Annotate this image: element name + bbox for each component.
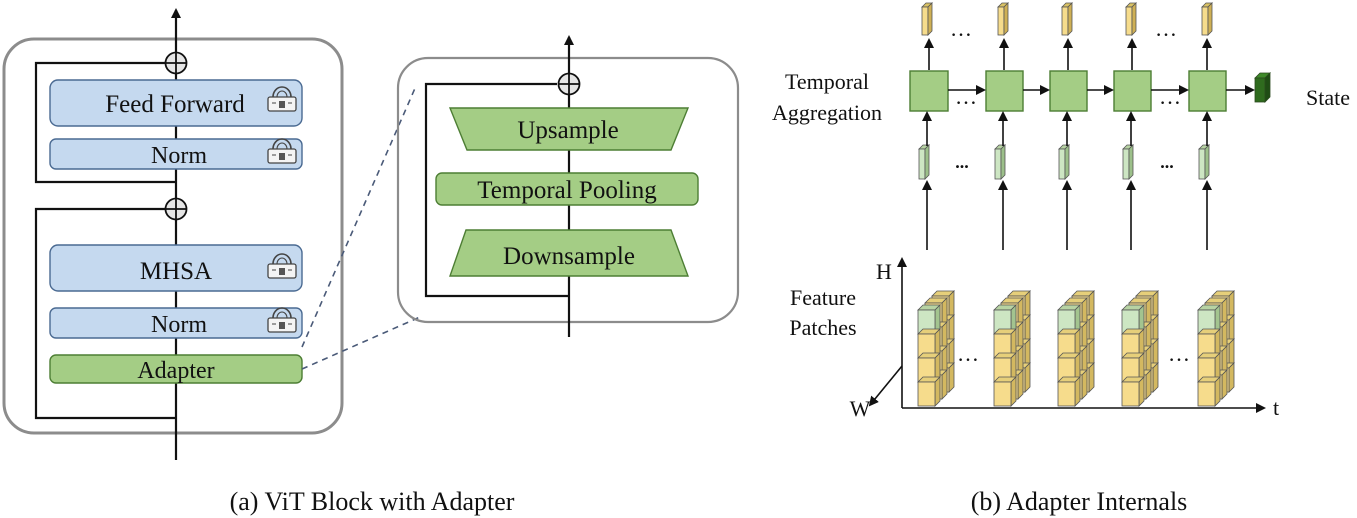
ellipsis: … (957, 341, 979, 366)
adapter-add-icon (557, 72, 581, 96)
pooled-tokens: ... ... (918, 111, 1212, 250)
aggregation-label: Aggregation (772, 100, 882, 125)
axis-t-label: t (1273, 395, 1279, 420)
norm-bottom-block: Norm (49, 307, 303, 339)
ellipsis: … (1159, 84, 1181, 109)
zoom-line-top (301, 85, 417, 348)
aggregation-cell (1049, 70, 1088, 112)
adapter-skip-connection (424, 82, 569, 298)
ellipsis: … (955, 84, 977, 109)
ellipsis: … (1168, 341, 1190, 366)
feature-axes: H W t Feature Patches (789, 257, 1279, 421)
adapter-block: Adapter (49, 354, 303, 384)
adapter-internals-panel: … … … … State Temporal Aggregation (772, 2, 1350, 516)
downsample-label: Downsample (503, 243, 635, 270)
state-label: State (1306, 85, 1350, 110)
feature-patches: … … (918, 291, 1234, 406)
downsample-block: Downsample (449, 229, 690, 277)
caption-a: (a) ViT Block with Adapter (230, 487, 515, 516)
ellipsis: … (1155, 16, 1177, 41)
skip-connection-top (34, 61, 176, 184)
axis-h-label: H (876, 259, 892, 284)
temporal-pooling-block: Temporal Pooling (435, 172, 699, 206)
pooled-token (1122, 144, 1134, 180)
upsample-block: Upsample (448, 107, 690, 151)
adapter-label: Adapter (137, 358, 214, 384)
caption-b: (b) Adapter Internals (971, 487, 1188, 516)
patches-label: Patches (789, 315, 856, 340)
temporal-aggregation-row: … … State Temporal Aggregation (772, 69, 1350, 125)
skip-connection-bottom (34, 207, 176, 420)
temporal-label: Temporal (785, 69, 869, 94)
mhsa-label: MHSA (140, 258, 212, 285)
patch-stack (1122, 291, 1158, 406)
norm-bottom-label: Norm (151, 312, 207, 338)
pooled-token (1198, 144, 1210, 180)
output-token (921, 2, 933, 36)
adapter-detail-panel: Upsample Temporal Pooling Downsample (396, 35, 740, 337)
pooled-token (994, 144, 1006, 180)
output-tokens: … … (921, 2, 1213, 70)
upsample-label: Upsample (517, 117, 618, 144)
feed-forward-label: Feed Forward (105, 91, 245, 118)
mhsa-block: MHSA (49, 244, 303, 292)
pooled-token (1058, 144, 1070, 180)
patch-stack (994, 291, 1030, 406)
ellipsis: … (950, 16, 972, 41)
ellipsis-dots: ... (1160, 152, 1174, 172)
feed-forward-block: Feed Forward (49, 79, 303, 127)
aggregation-cell (985, 70, 1024, 112)
state-cube (1254, 72, 1271, 103)
vit-block-panel: Feed Forward Norm MHSA Norm Adapter (a) … (2, 8, 515, 516)
temporal-pooling-label: Temporal Pooling (477, 177, 657, 204)
aggregation-cell (909, 70, 949, 112)
zoom-line-bottom (301, 316, 421, 370)
patch-stack (1058, 291, 1094, 406)
residual-add-bottom-icon (164, 197, 188, 221)
ellipsis-dots: ... (955, 152, 969, 172)
aggregation-cell (1113, 70, 1152, 112)
output-token (1201, 2, 1213, 36)
norm-top-label: Norm (151, 143, 207, 169)
patch-stack (918, 291, 954, 406)
axis-w-label: W (850, 396, 871, 421)
residual-add-top-icon (164, 51, 188, 75)
w-axis (868, 365, 903, 407)
norm-top-block: Norm (49, 138, 303, 170)
feature-label: Feature (790, 285, 856, 310)
aggregation-cell (1188, 70, 1227, 112)
output-token (1125, 2, 1137, 36)
vit-block-frame (2, 37, 344, 435)
output-token (997, 2, 1009, 36)
pooled-token (918, 144, 930, 180)
output-token (1061, 2, 1073, 36)
patch-stack (1198, 291, 1234, 406)
